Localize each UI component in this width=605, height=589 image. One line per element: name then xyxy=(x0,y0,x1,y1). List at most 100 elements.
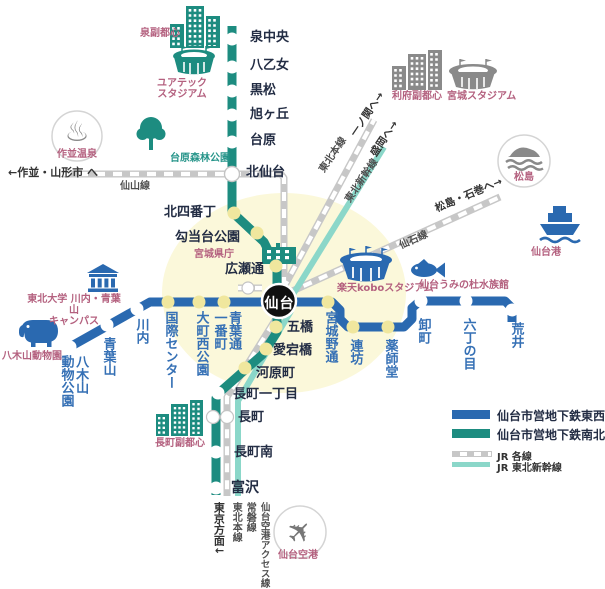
legend-label-tozai: 仙台市営地下鉄東西線 xyxy=(497,409,605,423)
tohoku-main-line-label-south: 東北本線 xyxy=(230,502,242,542)
rakuten-stadium-icon xyxy=(340,246,392,282)
station-label: 六丁の目 xyxy=(460,318,476,370)
izumi-buildings-icon xyxy=(170,6,220,48)
airport-access-line-label: 仙台空港アクセス線 xyxy=(258,502,270,588)
station-label: 黒松 xyxy=(250,83,277,98)
station-dot-interchange[interactable] xyxy=(223,165,241,183)
senzan-line-label: 仙山線 xyxy=(120,181,150,192)
station-dot-interchange[interactable] xyxy=(205,409,221,425)
station-dot[interactable] xyxy=(209,445,223,459)
landmark-label-yurtec-stadium: ユアテック スタジアム xyxy=(157,78,207,101)
dainohara-tree-icon xyxy=(136,117,166,150)
station-dot[interactable] xyxy=(211,386,225,400)
landmark-label-sendai-port: 仙台港 xyxy=(531,247,561,258)
shinkansen-ne xyxy=(289,145,387,298)
station-label: 広瀬通 xyxy=(225,262,265,277)
station-label: 宮城野通 xyxy=(322,311,338,363)
station-dot[interactable] xyxy=(225,108,239,122)
station-dot[interactable] xyxy=(161,295,175,309)
station-dot[interactable] xyxy=(192,295,206,309)
station-dot[interactable] xyxy=(209,481,223,495)
station-dot[interactable] xyxy=(225,135,239,149)
station-label: 青葉山 xyxy=(100,337,116,376)
station-label: 台原 xyxy=(250,133,277,148)
landmark-label-pref-office: 宮城県庁 xyxy=(194,249,234,260)
station-dot[interactable] xyxy=(505,303,519,317)
station-dot-jr[interactable] xyxy=(241,281,255,295)
station-label: 八乙女 xyxy=(250,58,290,73)
station-label: 長町 xyxy=(238,410,265,425)
station-dot[interactable] xyxy=(217,295,231,309)
station-label: 旭ヶ丘 xyxy=(250,107,290,122)
sendai-airport-icon: ✈ xyxy=(273,505,327,559)
station-label: 富沢 xyxy=(231,480,259,496)
legend-label-namboku: 仙台市営地下鉄南北線 xyxy=(497,428,605,442)
station-dot[interactable] xyxy=(381,320,395,334)
landmark-label-miyagi-stadium: 宮城スタジアム xyxy=(447,91,517,102)
station-dot[interactable] xyxy=(269,259,283,273)
legend-swatch-namboku xyxy=(452,429,490,438)
pref-office-building-icon xyxy=(262,243,296,264)
station-dot[interactable] xyxy=(259,342,273,356)
landmark-label-yagiyama-zoo: 八木山動物園 xyxy=(2,351,62,362)
station-label: 荒井 xyxy=(508,322,524,348)
station-dot[interactable] xyxy=(130,302,144,316)
station-dot[interactable] xyxy=(250,226,264,240)
joban-line-label: 常磐線 xyxy=(244,502,256,532)
station-label: 青葉通 一番町 xyxy=(211,311,242,350)
sakunami-onsen-icon: ♨ xyxy=(51,110,103,162)
landmark-label-rifu-subcenter: 利府副都心 xyxy=(392,91,442,102)
landmark-label-matsushima: 松島 xyxy=(514,172,534,183)
station-dot[interactable] xyxy=(225,84,239,98)
direction-sakunami-yamagata: ←作並・山形市 へ xyxy=(8,166,99,179)
station-label: 薬師堂 xyxy=(382,339,398,378)
station-label: 愛宕橋 xyxy=(273,343,313,358)
hot-spring-glyph: ♨ xyxy=(64,115,89,148)
station-dot-jr[interactable] xyxy=(219,409,235,425)
direction-tokyo: 東京方面↓ xyxy=(212,502,226,556)
station-label: 北仙台 xyxy=(246,165,286,180)
station-label: 八木山 動物公園 xyxy=(58,355,89,407)
legend-swatch-shinkansen xyxy=(452,462,490,467)
matsushima-icon xyxy=(497,134,551,188)
station-dot[interactable] xyxy=(459,294,473,308)
landmark-label-izumi-subcenter: 泉副都心 xyxy=(140,28,180,39)
station-dot[interactable] xyxy=(63,340,77,354)
sendai-hub-badge[interactable] xyxy=(260,282,298,320)
landmark-label-aquarium: 仙台うみの杜水族館 xyxy=(419,280,509,291)
station-label: 長町一丁目 xyxy=(233,387,299,402)
legend-label-jr: JR 各線 xyxy=(497,452,532,463)
station-label: 泉中央 xyxy=(250,30,290,45)
station-label: 河原町 xyxy=(256,366,296,381)
landmark-label-sakunami-onsen: 作並温泉 xyxy=(57,149,97,160)
sendai-hub-label: 仙台 xyxy=(264,296,295,312)
zoo-elephant-icon xyxy=(18,320,59,347)
landmark-icons: ♨ xyxy=(18,6,581,559)
station-label: 長町南 xyxy=(234,445,274,460)
station-dot[interactable] xyxy=(225,32,239,46)
aquarium-fish-icon xyxy=(411,259,445,278)
station-dot[interactable] xyxy=(225,60,239,74)
legend-swatch-tozai xyxy=(452,410,490,419)
station-dot[interactable] xyxy=(100,318,114,332)
tohoku-univ-building-icon xyxy=(87,264,119,292)
station-label: 北四番丁 xyxy=(164,205,217,220)
station-dot[interactable] xyxy=(414,294,428,308)
station-dot[interactable] xyxy=(227,206,241,220)
landmark-label-rakuten-stadium: 楽天koboスタジアム xyxy=(337,283,434,294)
station-label: 国際センター xyxy=(162,311,178,389)
station-label: 川内 xyxy=(133,318,149,344)
station-label: 五橋 xyxy=(287,320,314,335)
station-dot[interactable] xyxy=(269,320,283,334)
landmark-label-nagamachi-subcenter: 長町副都心 xyxy=(155,438,205,449)
legend-swatch-jr xyxy=(452,451,492,457)
station-dot[interactable] xyxy=(346,320,360,334)
station-label: 卸町 xyxy=(415,318,431,344)
station-dot[interactable] xyxy=(238,361,252,375)
jr-lines xyxy=(62,118,502,496)
station-dot[interactable] xyxy=(321,295,335,309)
station-label: 連坊 xyxy=(347,339,363,365)
landmark-label-sendai-airport: 仙台空港 xyxy=(278,550,318,561)
